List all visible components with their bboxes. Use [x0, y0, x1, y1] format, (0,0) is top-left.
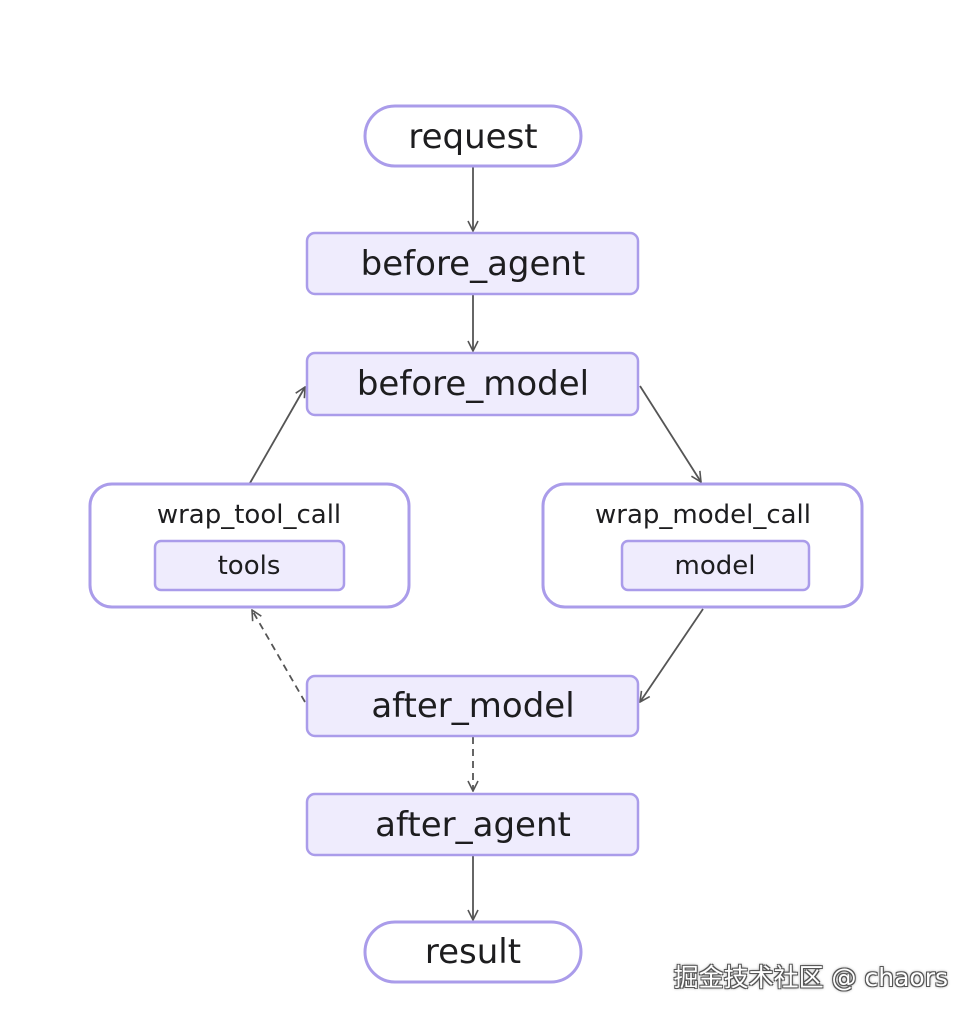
edges	[249, 167, 704, 920]
before-agent-label: before_agent	[361, 244, 586, 284]
wrap-model-call-group: wrap_model_call model	[541, 482, 864, 609]
after-model-label: after_model	[371, 686, 574, 726]
before-model-label: before_model	[357, 364, 589, 404]
tools-label: tools	[218, 551, 281, 581]
request-label: request	[408, 117, 537, 157]
after-model-node: after_model	[305, 674, 640, 738]
before-agent-node: before_agent	[305, 231, 640, 296]
edge-wrap-model-call-to-after-model	[640, 608, 704, 702]
model-label: model	[675, 551, 756, 581]
wrap-tool-call-group: wrap_tool_call tools	[88, 482, 411, 609]
model-node: model	[620, 539, 811, 592]
after-agent-label: after_agent	[375, 805, 571, 845]
request-node: request	[363, 104, 583, 168]
wrap-model-call-label: wrap_model_call	[595, 500, 811, 530]
tools-node: tools	[153, 539, 346, 592]
result-label: result	[425, 932, 521, 972]
wrap-tool-call-label: wrap_tool_call	[157, 500, 341, 530]
after-agent-node: after_agent	[305, 792, 640, 857]
edge-after-model-to-wrap-tool-call	[252, 610, 306, 703]
result-node: result	[363, 920, 583, 984]
before-model-node: before_model	[305, 351, 640, 417]
edge-before-model-to-wrap-model-call	[639, 385, 701, 482]
edge-wrap-tool-call-to-before-model	[249, 387, 305, 484]
watermark-text: 掘金技术社区 @ chaors	[673, 963, 948, 992]
